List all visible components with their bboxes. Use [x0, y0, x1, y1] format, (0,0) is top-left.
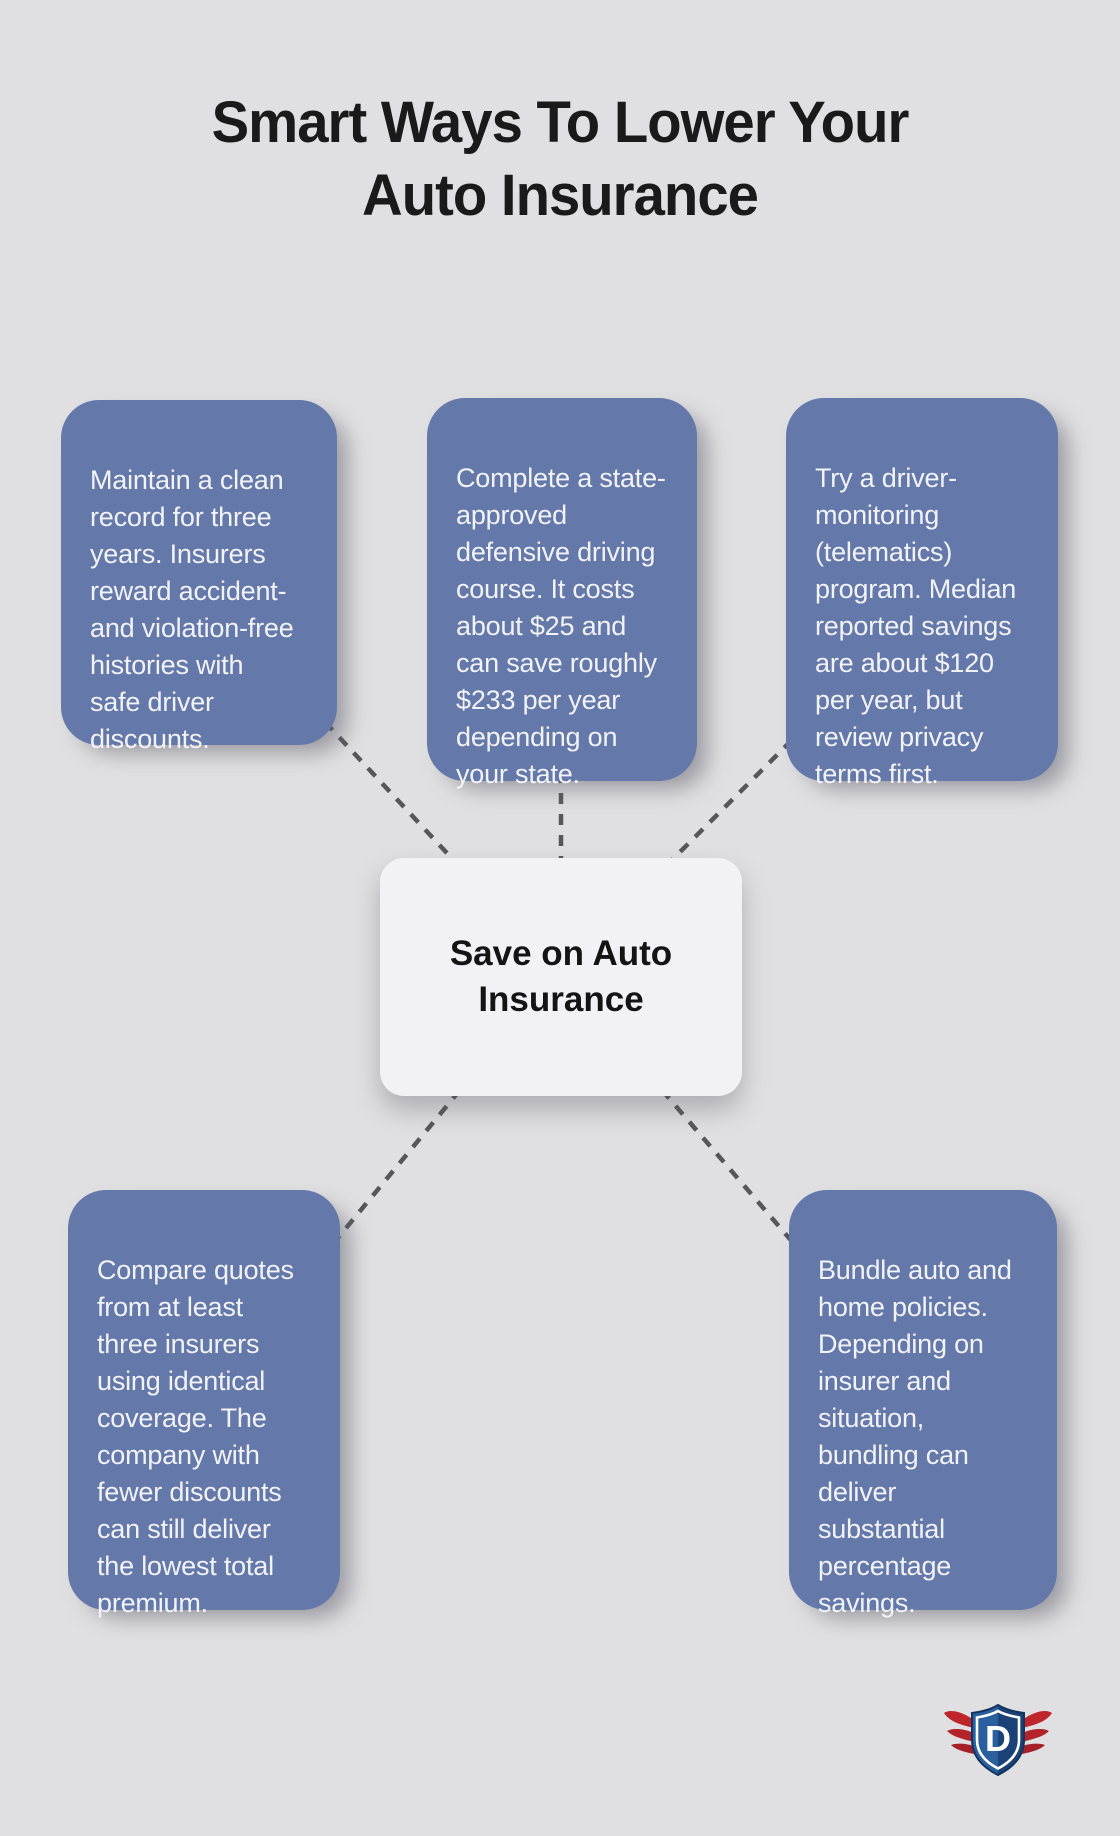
- connector-line-top-right: [662, 738, 794, 870]
- connector-line-bot-left: [330, 1088, 462, 1247]
- tip-defensive-course-text: Complete a state- approved defensive dri…: [456, 463, 666, 789]
- tip-bundle-policies-text: Bundle auto and home policies. Depending…: [818, 1255, 1012, 1618]
- brand-logo: D: [944, 1703, 1052, 1777]
- tip-defensive-course: Complete a state- approved defensive dri…: [427, 398, 697, 789]
- connector-line-bot-right: [660, 1088, 797, 1247]
- tip-bundle-policies: Bundle auto and home policies. Depending…: [789, 1190, 1057, 1618]
- center-node: Save on Auto Insurance: [380, 858, 742, 1096]
- wing-right-icon: [1022, 1711, 1052, 1754]
- page-title: Smart Ways To Lower Your Auto Insurance: [211, 90, 910, 228]
- tip-compare-quotes-text: Compare quotes from at least three insur…: [97, 1255, 294, 1618]
- tip-clean-record: Maintain a clean record for three years.…: [61, 400, 337, 754]
- tip-telematics-text: Try a driver- monitoring (telematics) pr…: [815, 463, 1017, 789]
- tip-clean-record-text: Maintain a clean record for three years.…: [90, 465, 294, 754]
- shield-icon: D: [971, 1703, 1025, 1777]
- center-node-label: Save on Auto Insurance: [449, 934, 673, 1019]
- wing-left-icon: [944, 1711, 974, 1754]
- tip-compare-quotes: Compare quotes from at least three insur…: [68, 1190, 340, 1618]
- tip-telematics: Try a driver- monitoring (telematics) pr…: [786, 398, 1058, 789]
- logo-letter: D: [985, 1718, 1011, 1759]
